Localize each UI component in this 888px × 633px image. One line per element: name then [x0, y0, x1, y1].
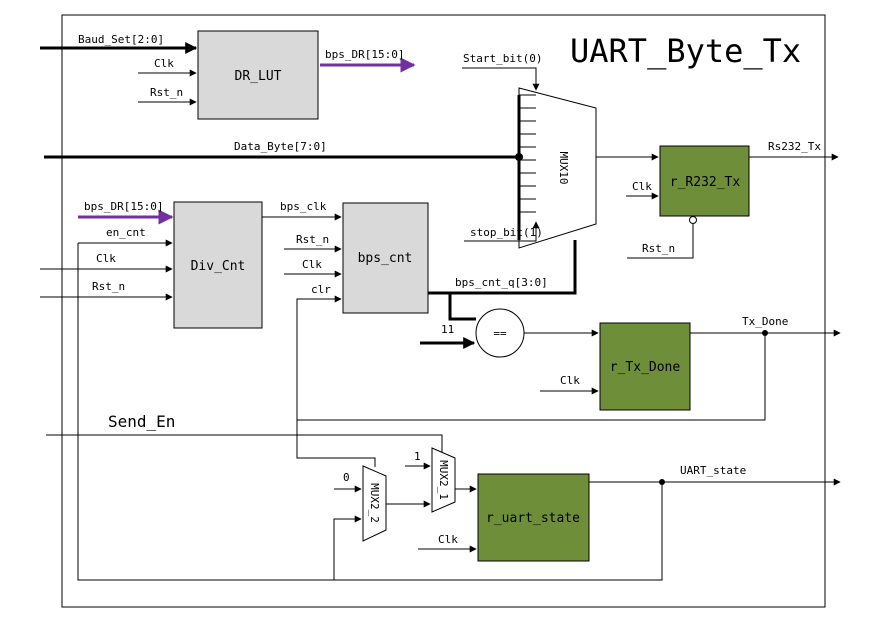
- mux2-1-label: MUX2_1: [437, 460, 450, 500]
- rs232-tx-label: Rs232_Tx: [768, 140, 821, 153]
- mux2-2-in1-wire: [333, 515, 362, 580]
- module-title: UART_Byte_Tx: [570, 32, 801, 70]
- r-tx-done-block: [599, 322, 691, 411]
- r-uart-state-block: [477, 473, 590, 562]
- stop-bit-label: stop_bit(1): [470, 226, 543, 239]
- uart-state-junction: [659, 479, 665, 485]
- dr-lut-rst-label: Rst_n: [150, 86, 183, 99]
- clr-wire: [296, 295, 342, 420]
- tx-done-label: Tx_Done: [742, 315, 788, 328]
- start-bit-wire: [462, 67, 540, 91]
- bps-cnt-q-to-cmp: [448, 293, 476, 321]
- mux2-1-block: [431, 447, 456, 513]
- r-rs232-tx-label: r_R232_Tx: [670, 175, 741, 190]
- start-bit-label: Start_bit(0): [463, 52, 542, 65]
- uart-state-feedback-wire: [77, 243, 663, 581]
- div-cnt-label: Div_Cnt: [191, 259, 246, 274]
- dr-lut-label: DR_LUT: [235, 69, 282, 84]
- div-clk-label: Clk: [96, 252, 116, 265]
- bps-cnt-clk-label: Clk: [302, 258, 322, 271]
- bps-cnt-label: bps_cnt: [358, 251, 413, 266]
- const-11-label: 11: [441, 323, 454, 336]
- clr-label: clr: [311, 283, 331, 296]
- tx-done-feedback-wire: [297, 333, 766, 421]
- bps-dr-out-label: bps_DR[15:0]: [325, 48, 404, 61]
- data-byte-label: Data_Byte[7:0]: [234, 140, 327, 153]
- data-byte-junction: [515, 153, 523, 161]
- mux2-2-block: [362, 465, 387, 542]
- dr-lut-block: [197, 30, 319, 120]
- uart-state-label: UART_state: [680, 464, 746, 477]
- comparator-label: ==: [493, 327, 507, 340]
- const-0-label: 0: [343, 471, 350, 484]
- mux2-2-sel-wire: [296, 420, 376, 467]
- rs232-rst-label: Rst_n: [642, 242, 675, 255]
- mux10-input-ticks: [519, 94, 536, 213]
- rs232-clk-label: Clk: [632, 180, 652, 193]
- bps-cnt-q-bus: [428, 240, 577, 295]
- bps-cnt-block: [342, 202, 429, 314]
- send-en-wire: [46, 434, 443, 452]
- mux10-label: MUX10: [557, 151, 570, 184]
- en-cnt-label: en_cnt: [106, 226, 146, 239]
- const-1-label: 1: [414, 450, 421, 463]
- rs232-rst-wire: [627, 224, 694, 259]
- rs232-rst-bubble: [689, 216, 697, 224]
- div-rst-label: Rst_n: [92, 280, 125, 293]
- stop-bit-wire: [464, 221, 540, 242]
- mux2-2-label: MUX2_2: [368, 483, 381, 523]
- r-tx-done-label: r_Tx_Done: [610, 360, 681, 375]
- send-en-label: Send_En: [108, 412, 175, 431]
- dr-lut-clk-label: Clk: [154, 57, 174, 70]
- bps-cnt-q-label: bps_cnt_q[3:0]: [455, 276, 548, 289]
- r-uart-state-label: r_uart_state: [486, 511, 580, 526]
- baud-set-label: Baud_Set[2:0]: [78, 33, 164, 46]
- uart-state-clk-label: Clk: [438, 533, 458, 546]
- tx-done-clk-label: Clk: [560, 374, 580, 387]
- r-rs232-tx-block: [659, 145, 750, 217]
- bps-clk-label: bps_clk: [280, 200, 327, 213]
- bps-cnt-rst-label: Rst_n: [296, 233, 329, 246]
- div-cnt-block: [173, 201, 263, 329]
- bps-dr-in-label: bps_DR[15:0]: [84, 200, 163, 213]
